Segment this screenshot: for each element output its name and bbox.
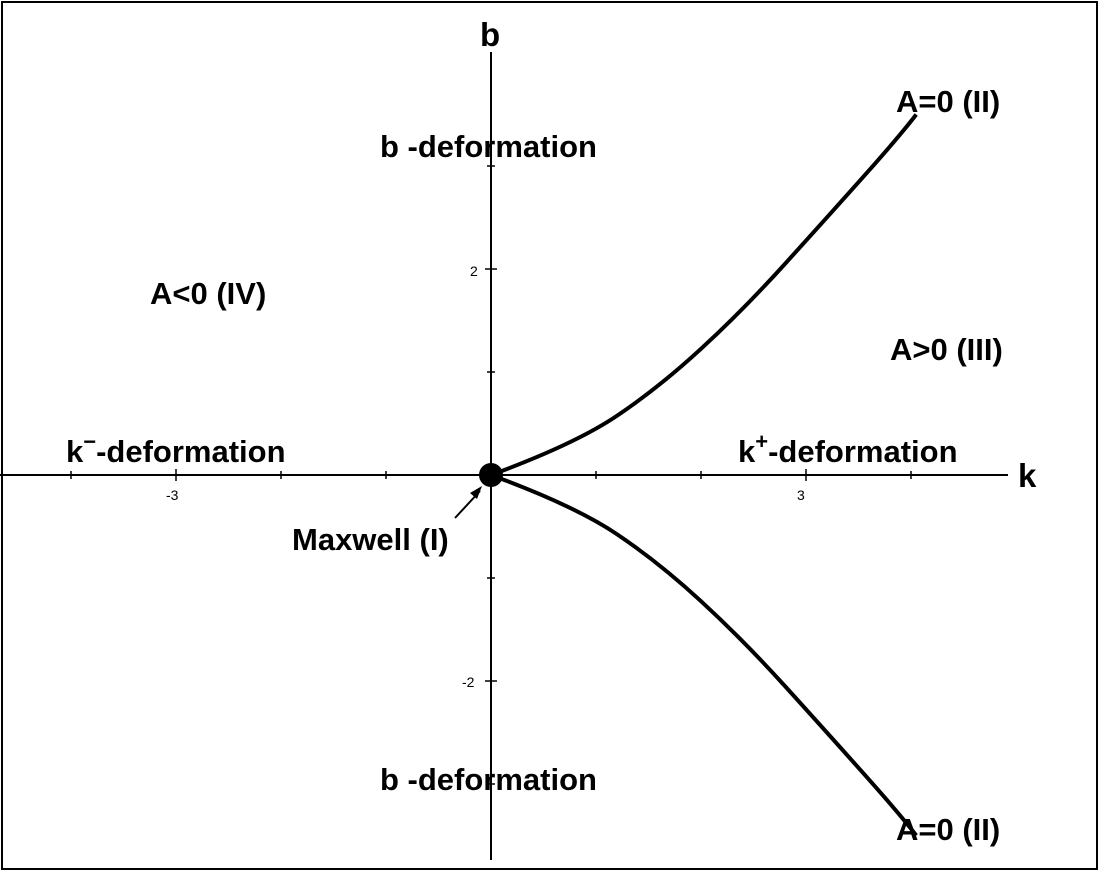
k-minus-base: k (66, 434, 84, 469)
minor-ticks (70, 165, 912, 785)
k-plus-base: k (738, 434, 756, 469)
label-region-right: A>0 (III) (890, 332, 1003, 367)
maxwell-arrow-head (470, 486, 482, 499)
label-b-deformation-bottom: b -deformation (380, 762, 597, 797)
label-k-plus-deformation: k+-deformation (738, 429, 958, 469)
k-plus-sup: + (755, 429, 768, 454)
k-minus-rest: -deformation (96, 434, 285, 469)
curve-a-zero-upper (490, 113, 918, 477)
tick-label-x-3: 3 (797, 487, 805, 503)
k-axis-label: k (1018, 457, 1037, 494)
k-plus-rest: -deformation (768, 434, 957, 469)
label-maxwell: Maxwell (I) (292, 522, 449, 557)
tick-label-y-2: 2 (470, 263, 478, 279)
label-region-left: A<0 (IV) (150, 276, 266, 311)
label-curve-bottom: A=0 (II) (896, 812, 1000, 847)
curve-a-zero-lower (490, 473, 918, 837)
label-b-deformation-top: b -deformation (380, 129, 597, 164)
b-axis-label: b (480, 16, 500, 53)
maxwell-point (479, 463, 503, 487)
k-minus-sup: − (83, 429, 96, 454)
tick-label-y-neg2: -2 (462, 674, 475, 690)
label-k-minus-deformation: k−-deformation (66, 429, 286, 469)
tick-label-x-neg3: -3 (166, 487, 179, 503)
label-curve-top: A=0 (II) (896, 84, 1000, 119)
